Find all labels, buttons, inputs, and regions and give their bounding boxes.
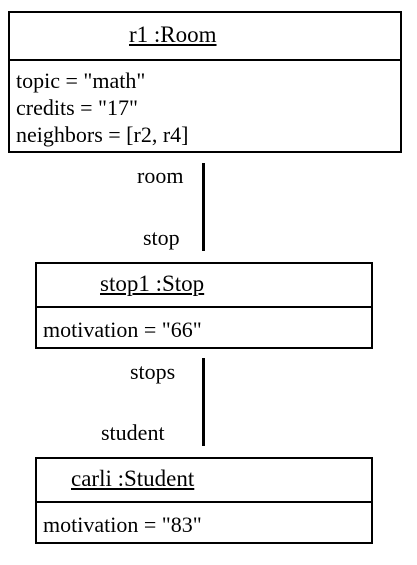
role-label-student: student [101,420,165,445]
object-title-r1-room: r1 :Room [129,22,217,47]
stop-object-box: stop1 :Stop motivation = "66" [35,262,373,349]
attribute-credits: credits = "17" [16,95,139,120]
stop-attributes: motivation = "66" [37,306,371,347]
attribute-neighbors: neighbors = [r2, r4] [16,122,189,147]
association-line-room-stop [202,163,205,251]
object-title-stop1-stop: stop1 :Stop [100,271,205,296]
student-object-box: carli :Student motivation = "83" [35,457,373,544]
room-attributes: topic = "math" credits = "17" neighbors … [10,59,400,151]
student-attributes: motivation = "83" [37,501,371,542]
role-label-stop: stop [143,225,180,250]
role-label-room: room [137,163,184,188]
attribute-topic: topic = "math" [16,68,146,93]
association-line-stop-student [202,358,205,446]
object-title-carli-student: carli :Student [71,466,195,491]
attribute-motivation: motivation = "66" [43,317,202,342]
attribute-motivation: motivation = "83" [43,512,202,537]
role-label-stops: stops [130,359,176,384]
room-object-box: r1 :Room topic = "math" credits = "17" n… [8,11,402,153]
